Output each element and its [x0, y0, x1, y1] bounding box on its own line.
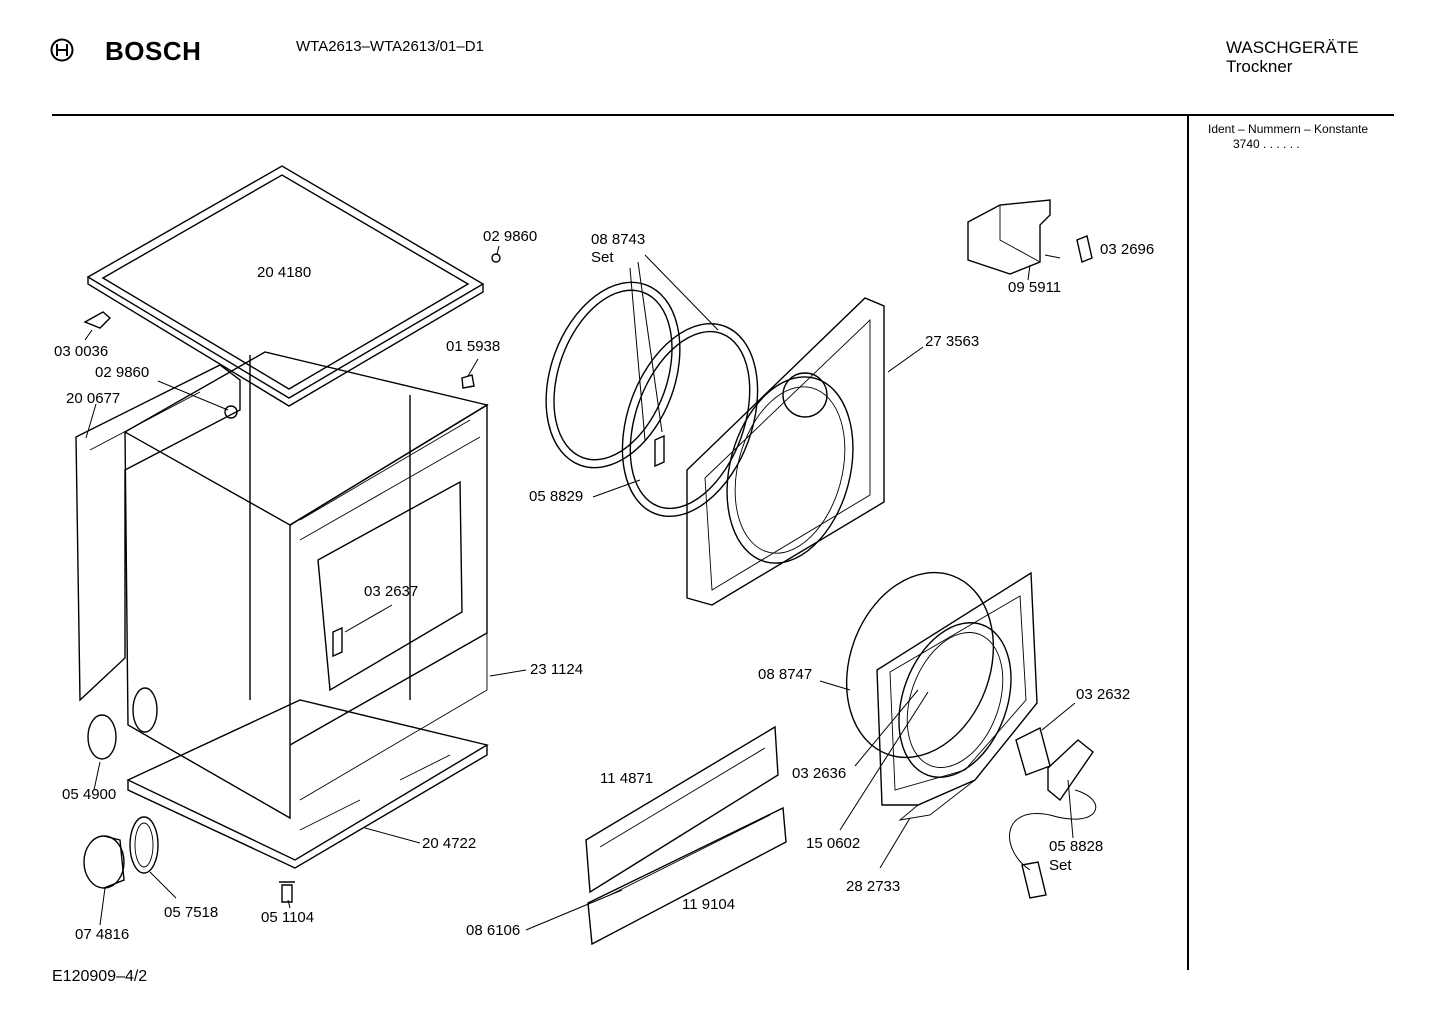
clip-drawing	[332, 626, 343, 658]
drum-seal-outer-drawing	[545, 281, 681, 469]
part-label-015938: 01 5938	[446, 338, 501, 355]
part-label-204722: 20 4722	[422, 835, 477, 852]
part-label-058829: 05 8829	[529, 488, 584, 505]
part-label-231124: 23 1124	[530, 661, 584, 678]
part-label-282733: 28 2733	[846, 878, 901, 895]
screw-drawing	[491, 253, 501, 263]
part-label-114871: 11 4871	[600, 770, 654, 787]
door-lock-drawing	[1009, 726, 1097, 899]
door-frame-drawing	[876, 571, 1038, 821]
base-plate-drawing	[126, 699, 489, 869]
part-label-029860-side: 02 9860	[95, 364, 150, 381]
part-label-054900: 05 4900	[62, 786, 117, 803]
drum-seal-inner-drawing	[621, 322, 759, 518]
part-label-273563: 27 3563	[925, 333, 980, 350]
back-panel-drawing	[75, 364, 241, 702]
part-label-set-058828: Set	[1049, 857, 1072, 874]
knob-drawing	[224, 405, 238, 419]
motor-drawing	[83, 835, 125, 889]
door-seal-drawing	[845, 571, 995, 759]
part-label-032637: 03 2637	[364, 583, 419, 600]
drawing-code: E120909–4/2	[52, 968, 148, 985]
part-label-set-088743: Set	[591, 249, 614, 266]
sidebar-divider	[1187, 116, 1189, 970]
part-label-086106: 08 6106	[466, 922, 521, 939]
control-module-drawing	[967, 199, 1051, 275]
ident-label: Ident – Nummern – Konstante	[1208, 122, 1369, 136]
part-label-150602: 15 0602	[806, 835, 861, 852]
front-panel-drawing	[585, 725, 779, 894]
bosch-logo-icon	[50, 38, 74, 62]
part-label-074816: 07 4816	[75, 926, 130, 943]
leader-lines	[84, 245, 1076, 931]
part-label-058828: 05 8828	[1049, 838, 1104, 855]
model-number: WTA2613–WTA2613/01–D1	[296, 38, 484, 55]
part-label-032632: 03 2632	[1076, 686, 1131, 703]
part-label-030036: 03 0036	[54, 343, 109, 360]
brand-name: BOSCH	[105, 36, 202, 66]
top-cover-drawing	[86, 165, 485, 407]
bracket-drawing	[83, 311, 112, 329]
part-label-200677: 20 0677	[66, 390, 121, 407]
part-label-051104: 05 1104	[261, 909, 315, 926]
part-label-204180: 20 4180	[257, 264, 312, 281]
seal-ring-drawing	[129, 816, 159, 874]
foot-drawing	[279, 881, 295, 903]
bearing-shield-drawing	[686, 297, 885, 606]
ident-value: 3740 . . . . . .	[1233, 137, 1300, 151]
part-label-032696: 03 2696	[1100, 241, 1155, 258]
part-label-057518: 05 7518	[164, 904, 219, 921]
part-label-119104: 11 9104	[682, 896, 736, 913]
lower-panel-drawing	[587, 806, 787, 946]
filter-cap-drawing	[87, 714, 117, 760]
part-label-088743: 08 8743	[591, 231, 646, 248]
cabinet-frame-drawing	[124, 351, 489, 820]
category-title: WASCHGERÄTE	[1226, 38, 1359, 57]
part-label-032636: 03 2636	[792, 765, 847, 782]
subcategory-title: Trockner	[1226, 57, 1293, 76]
part-label-088747: 08 8747	[758, 666, 813, 683]
switch-drawing	[1076, 235, 1093, 263]
part-label-095911: 09 5911	[1008, 279, 1062, 296]
cap-drawing	[461, 374, 475, 389]
motor-flange-drawing	[103, 835, 125, 889]
part-label-029860-top: 02 9860	[483, 228, 538, 245]
header-divider	[52, 114, 1394, 116]
